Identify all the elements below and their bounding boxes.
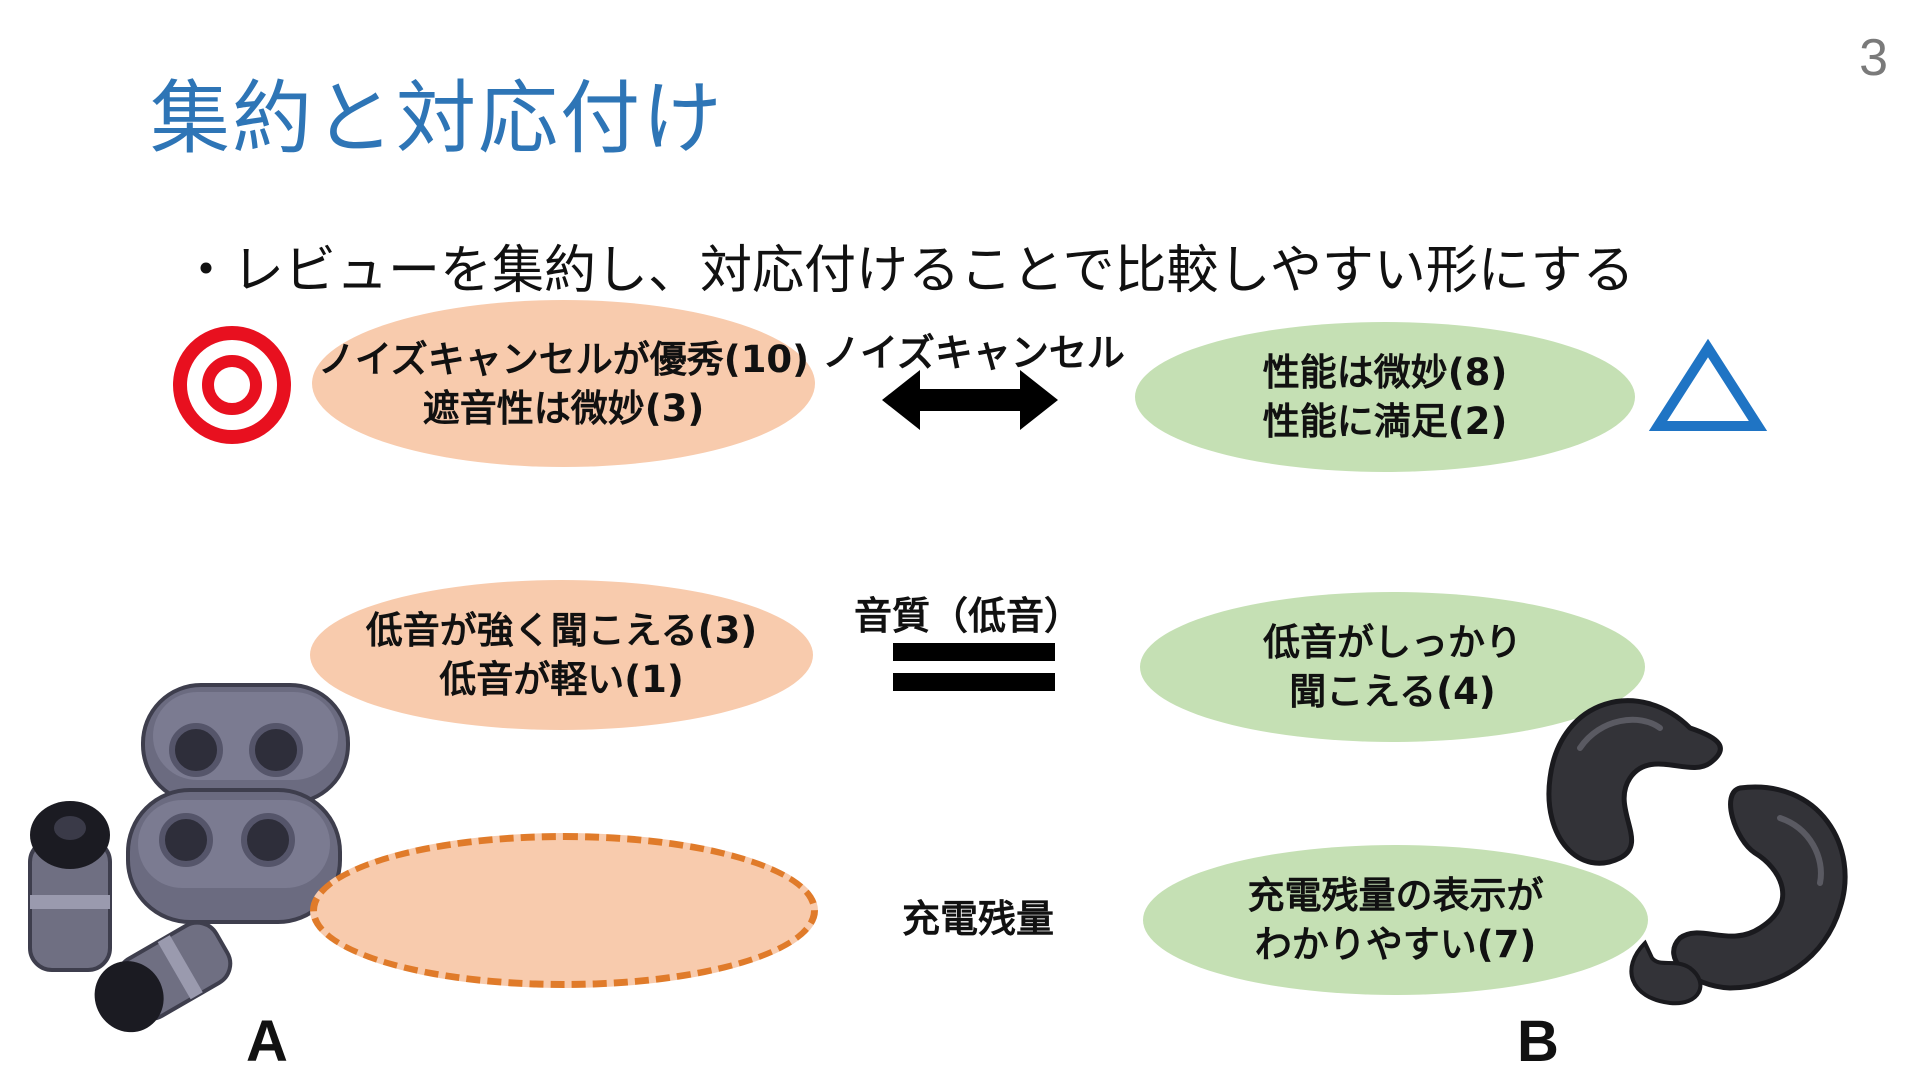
earbuds-a-illustration [28, 683, 350, 1033]
review-bubble-b-battery: 充電残量の表示が わかりやすい(7) [1143, 845, 1648, 995]
aspect-label-noise: ノイズキャンセル [822, 331, 1125, 375]
review-line: 低音が強く聞こえる(3) [365, 609, 758, 652]
review-line: 低音が軽い(1) [439, 658, 684, 701]
review-bubble-a-bass: 低音が強く聞こえる(3) 低音が軽い(1) [310, 580, 813, 730]
triangle-icon [1648, 338, 1768, 431]
product-label-b: B [1517, 1009, 1559, 1074]
review-bubble-a-noise: ノイズキャンセルが優秀(10) 遮音性は微妙(3) [312, 300, 815, 467]
aspect-label-bass: 音質（低音） [853, 594, 1082, 638]
double-circle-icon [173, 326, 291, 444]
double-arrow-icon [882, 370, 1058, 430]
review-line: 遮音性は微妙(3) [422, 386, 705, 430]
slide-title: 集約と対応付け [150, 72, 724, 165]
review-bubble-b-bass: 低音がしっかり 聞こえる(4) [1140, 592, 1645, 742]
review-bubble-b-noise: 性能は微妙(8) 性能に満足(2) [1135, 322, 1635, 472]
review-line: 聞こえる(4) [1289, 670, 1496, 713]
review-line: わかりやすい(7) [1254, 923, 1537, 966]
equals-icon [893, 643, 1055, 691]
review-line: 性能は微妙(8) [1262, 351, 1508, 394]
earphones-b-illustration [1546, 698, 1848, 1006]
review-line: 充電残量の表示が [1247, 874, 1544, 917]
page-number: 3 [1859, 29, 1888, 87]
review-line: 性能に満足(2) [1262, 400, 1508, 443]
product-label-a: A [246, 1009, 288, 1074]
review-line: 低音がしっかり [1263, 621, 1522, 664]
bullet-text: ・レビューを集約し、対応付けることで比較しやすい形にする [180, 241, 1635, 301]
review-bubble-a-battery-empty [310, 833, 818, 988]
aspect-label-battery: 充電残量 [901, 897, 1054, 941]
review-line: ノイズキャンセルが優秀(10) [317, 337, 810, 381]
